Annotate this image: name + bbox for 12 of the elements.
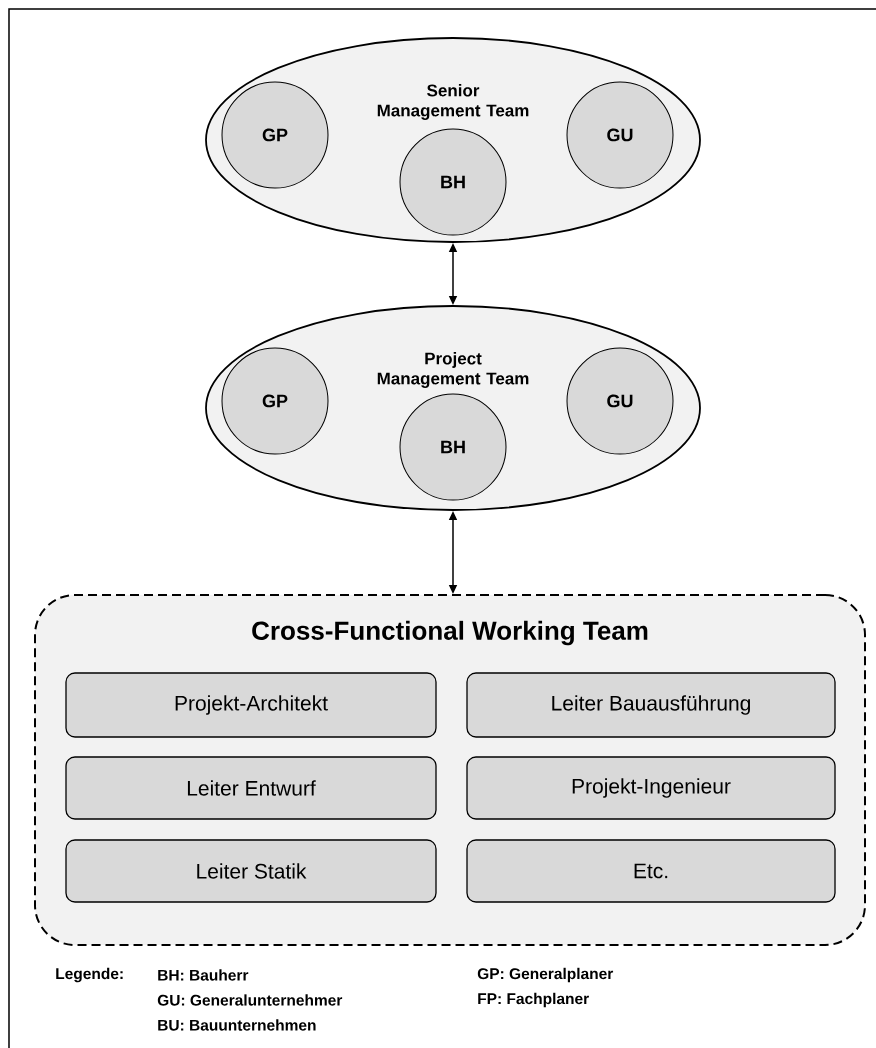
role-box: Leiter Bauausführung xyxy=(466,672,836,738)
role-box: Leiter Entwurf xyxy=(65,756,437,820)
role-box: Etc. xyxy=(466,839,836,903)
legend-text: GU: Generalunternehmer xyxy=(157,994,343,1006)
legend-text: BH: Bauherr xyxy=(158,969,249,981)
legend-text: FP: Fachplaner xyxy=(478,992,589,1008)
role-box: Projekt-Architekt xyxy=(65,672,437,738)
role-box: Leiter Statik xyxy=(65,839,437,903)
legend-text: BU: Bauunternehmen xyxy=(158,1019,316,1031)
legend-text: Legende: xyxy=(56,967,123,983)
legend-text: GP: Generalplaner xyxy=(477,967,614,983)
role-box: Projekt-Ingenieur xyxy=(466,756,836,820)
